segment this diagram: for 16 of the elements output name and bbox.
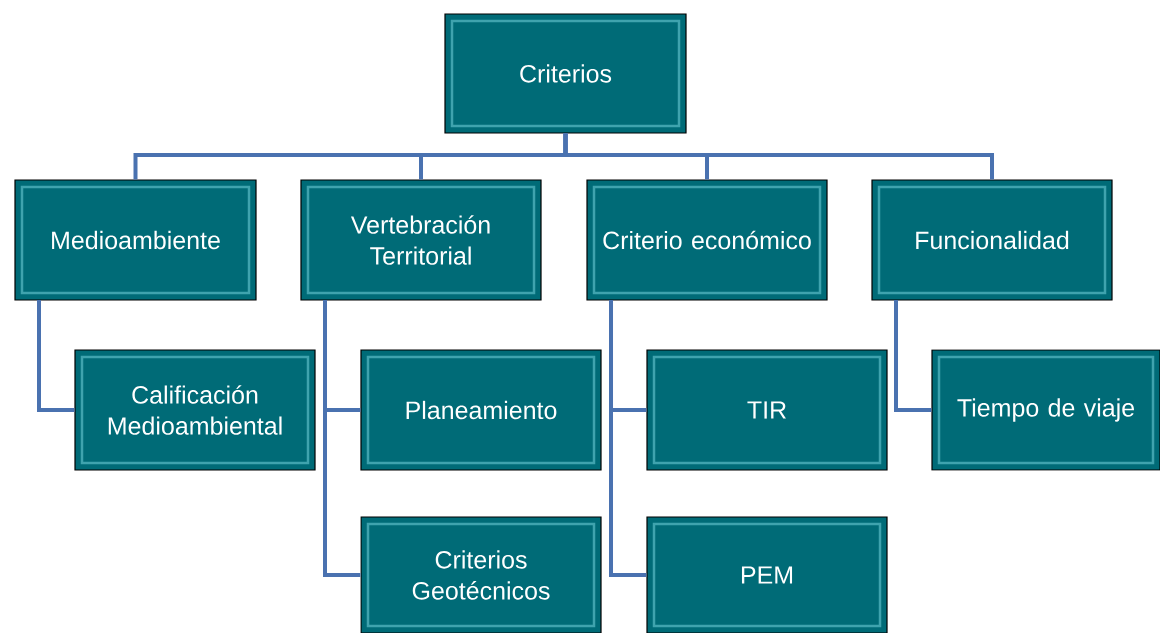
connector [894, 300, 932, 412]
connector [323, 300, 361, 577]
connector [609, 300, 647, 577]
process-box: Vertebración Territorial [300, 179, 542, 301]
process-box: Medioambiente [14, 179, 257, 301]
process-box: Planeamiento [360, 349, 602, 471]
process-box: Criterios Geotécnicos [360, 516, 602, 633]
connector [37, 300, 75, 412]
process-box: Criterio económico [586, 179, 828, 301]
process-box: TIR [646, 349, 888, 471]
connector [563, 133, 994, 180]
process-box: Criterios [444, 13, 687, 134]
process-box: Funcionalidad [871, 179, 1113, 301]
process-box: PEM [646, 516, 888, 633]
process-box: Calificación Medioambiental [74, 349, 316, 471]
process-box: Tiempo de viaje [931, 349, 1160, 471]
